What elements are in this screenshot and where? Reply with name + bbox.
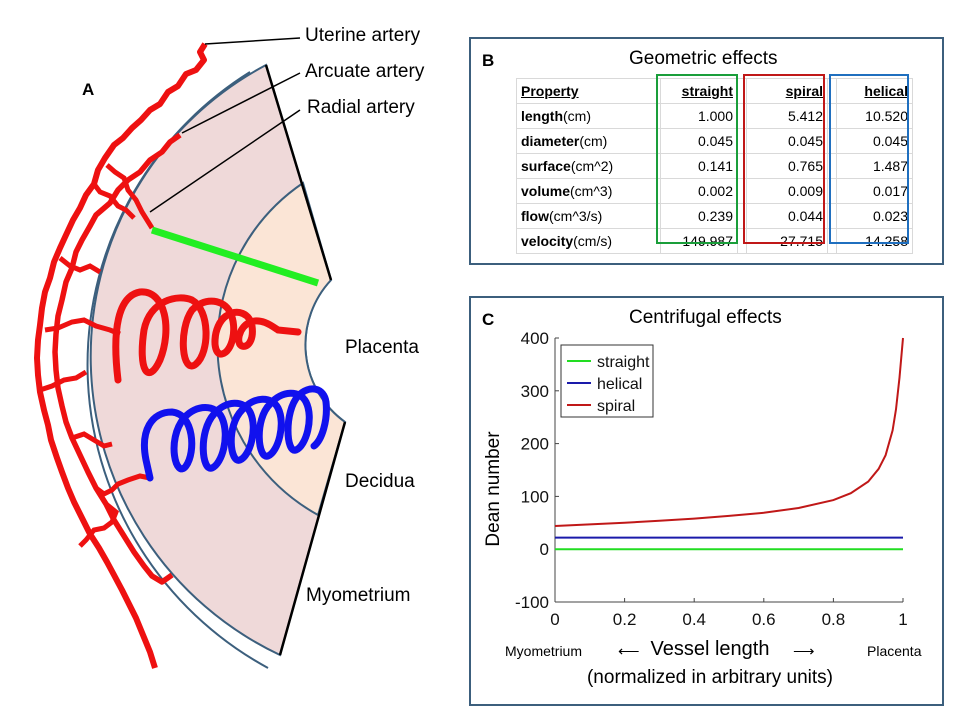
straight-column-box	[656, 74, 738, 244]
row-name: length	[521, 108, 563, 124]
header-helical: helical	[836, 78, 913, 104]
radial-artery-branch-5	[39, 369, 88, 393]
arrow-right: ⟶	[793, 643, 815, 660]
cell-helical: 14.258	[836, 228, 913, 254]
radial-artery-branch-7	[94, 473, 151, 497]
y-tick-label: 100	[521, 487, 549, 506]
cell-helical: 0.017	[836, 178, 913, 204]
row-unit: (cm^3)	[570, 183, 613, 199]
radial-artery-label: Radial artery	[307, 97, 415, 118]
y-tick-label: 0	[540, 540, 549, 559]
cell-straight: 0.045	[660, 128, 738, 154]
cell-helical: 0.023	[836, 203, 913, 229]
cell-spiral: 5.412	[746, 103, 828, 129]
panel-c-letter: C	[482, 310, 495, 329]
uterus-diagram	[34, 37, 347, 669]
properties-table: Property straight spiral helical length(…	[516, 78, 913, 254]
row-name: flow	[521, 208, 549, 224]
x-tick-label: 0.4	[682, 610, 706, 629]
x-tick-label: 0	[550, 610, 559, 629]
spiral-column-box	[743, 74, 825, 244]
radial-artery-branch-6	[71, 431, 113, 449]
panel-b: B Geometric effects Property straight sp…	[469, 37, 944, 265]
y-tick-label: 400	[521, 329, 549, 348]
row-unit: (cm^2)	[570, 158, 614, 174]
header-spiral: spiral	[746, 78, 828, 104]
table-row: velocity(cm/s) 149.987 27.715 14.258	[516, 228, 913, 254]
row-unit: (cm/s)	[573, 233, 613, 249]
panel-b-letter: B	[482, 51, 495, 70]
y-tick-label: -100	[515, 593, 549, 612]
decidua-region	[216, 181, 347, 517]
myometrium-label: Myometrium	[306, 585, 411, 606]
radial-artery-branch-4	[44, 317, 121, 337]
bottom-left-label: Myometrium	[505, 643, 582, 659]
cell-helical: 10.520	[836, 103, 913, 129]
x-tick-label: 1	[898, 610, 907, 629]
wedge-edge-bottom	[278, 421, 347, 656]
row-unit: (cm)	[563, 108, 591, 124]
row-name: surface	[521, 158, 571, 174]
decidua-label: Decidua	[345, 471, 415, 492]
radial-artery-branch-2	[92, 182, 136, 220]
row-name: volume	[521, 183, 571, 199]
x-tick-label: 0.2	[613, 610, 637, 629]
bottom-right-label: Placenta	[867, 643, 922, 659]
cell-helical: 1.487	[836, 153, 913, 179]
x-tick-label: 0.8	[822, 610, 846, 629]
radial-artery-branch-8	[78, 502, 120, 548]
arrow-left: ⟵	[618, 643, 640, 660]
straight-artery	[150, 226, 320, 287]
radial-artery-branch-1	[105, 163, 155, 230]
placenta-label: Placenta	[345, 337, 419, 358]
uterine-leader	[204, 37, 301, 45]
cell-spiral: 0.765	[746, 153, 828, 179]
row-unit: (cm^3/s)	[549, 208, 603, 224]
chart-title: Centrifugal effects	[629, 307, 782, 328]
helical-artery	[141, 385, 330, 482]
radial-leader	[149, 109, 301, 213]
wedge-edge-top	[264, 64, 333, 281]
header-property: Property	[516, 78, 661, 104]
uterine-artery	[34, 42, 208, 669]
y-tick-label: 300	[521, 382, 549, 401]
row-name: diameter	[521, 133, 580, 149]
table-header-row: Property straight spiral helical	[516, 78, 913, 104]
x-tick-label: 0.6	[752, 610, 776, 629]
series-line-spiral	[554, 337, 904, 527]
x-axis-subtitle: (normalized in arbitrary units)	[587, 667, 833, 688]
legend-label-straight: straight	[597, 354, 650, 371]
panel-a-letter: A	[82, 80, 95, 99]
header-straight: straight	[660, 78, 738, 104]
cell-straight: 149.987	[660, 228, 738, 254]
table-row: diameter(cm) 0.045 0.045 0.045	[516, 128, 913, 154]
panel-b-title: Geometric effects	[629, 48, 778, 69]
arcuate-artery	[52, 132, 182, 585]
uterine-artery-label: Uterine artery	[305, 25, 421, 46]
helical-column-box	[829, 74, 909, 244]
cell-spiral: 27.715	[746, 228, 828, 254]
row-name: velocity	[521, 233, 574, 249]
spiral-artery	[112, 288, 302, 384]
radial-artery-branch-3	[58, 256, 102, 275]
y-axis-label: Dean number	[483, 431, 504, 547]
table-row: length(cm) 1.000 5.412 10.520	[516, 103, 913, 129]
cell-straight: 1.000	[660, 103, 738, 129]
legend-label-spiral: spiral	[597, 398, 635, 415]
legend-label-helical: helical	[597, 376, 642, 393]
x-axis-label: Vessel length	[651, 638, 770, 660]
row-unit: (cm)	[579, 133, 608, 149]
y-tick-label: 200	[521, 435, 549, 454]
arcuate-leader	[181, 72, 301, 134]
cell-spiral: 0.045	[746, 128, 828, 154]
arcuate-artery-label: Arcuate artery	[305, 61, 425, 82]
